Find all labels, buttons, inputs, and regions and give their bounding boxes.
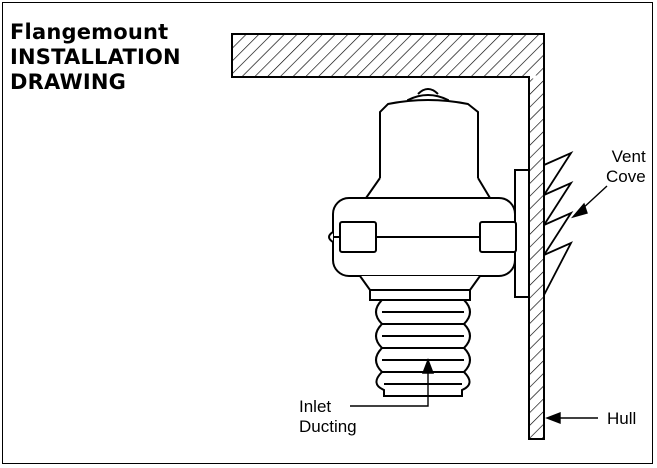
inlet-ducting bbox=[375, 299, 471, 397]
vent-cove-label: Vent Cove bbox=[606, 147, 646, 187]
inlet-ducting-label-line-1: Inlet bbox=[299, 397, 332, 416]
title-line-3: DRAWING bbox=[10, 70, 127, 94]
leader-lines bbox=[350, 185, 608, 425]
hull-wall bbox=[231, 33, 545, 440]
inlet-ducting-label-line-2: Ducting bbox=[299, 417, 357, 436]
inlet-ducting-label: Inlet Ducting bbox=[299, 397, 357, 437]
vent-cove-label-line-2: Cove bbox=[606, 167, 646, 186]
mounting-flange bbox=[514, 169, 530, 298]
hull-label-text: Hull bbox=[607, 409, 637, 428]
vent-cove-label-line-1: Vent bbox=[611, 147, 646, 166]
title-line-2: INSTALLATION bbox=[10, 45, 181, 69]
blower-unit bbox=[328, 88, 517, 301]
drawing-title: Flangemount INSTALLATION DRAWING bbox=[10, 20, 181, 95]
hull-label: Hull bbox=[607, 409, 636, 429]
title-line-1: Flangemount bbox=[10, 20, 169, 44]
vent-cove bbox=[543, 150, 574, 296]
